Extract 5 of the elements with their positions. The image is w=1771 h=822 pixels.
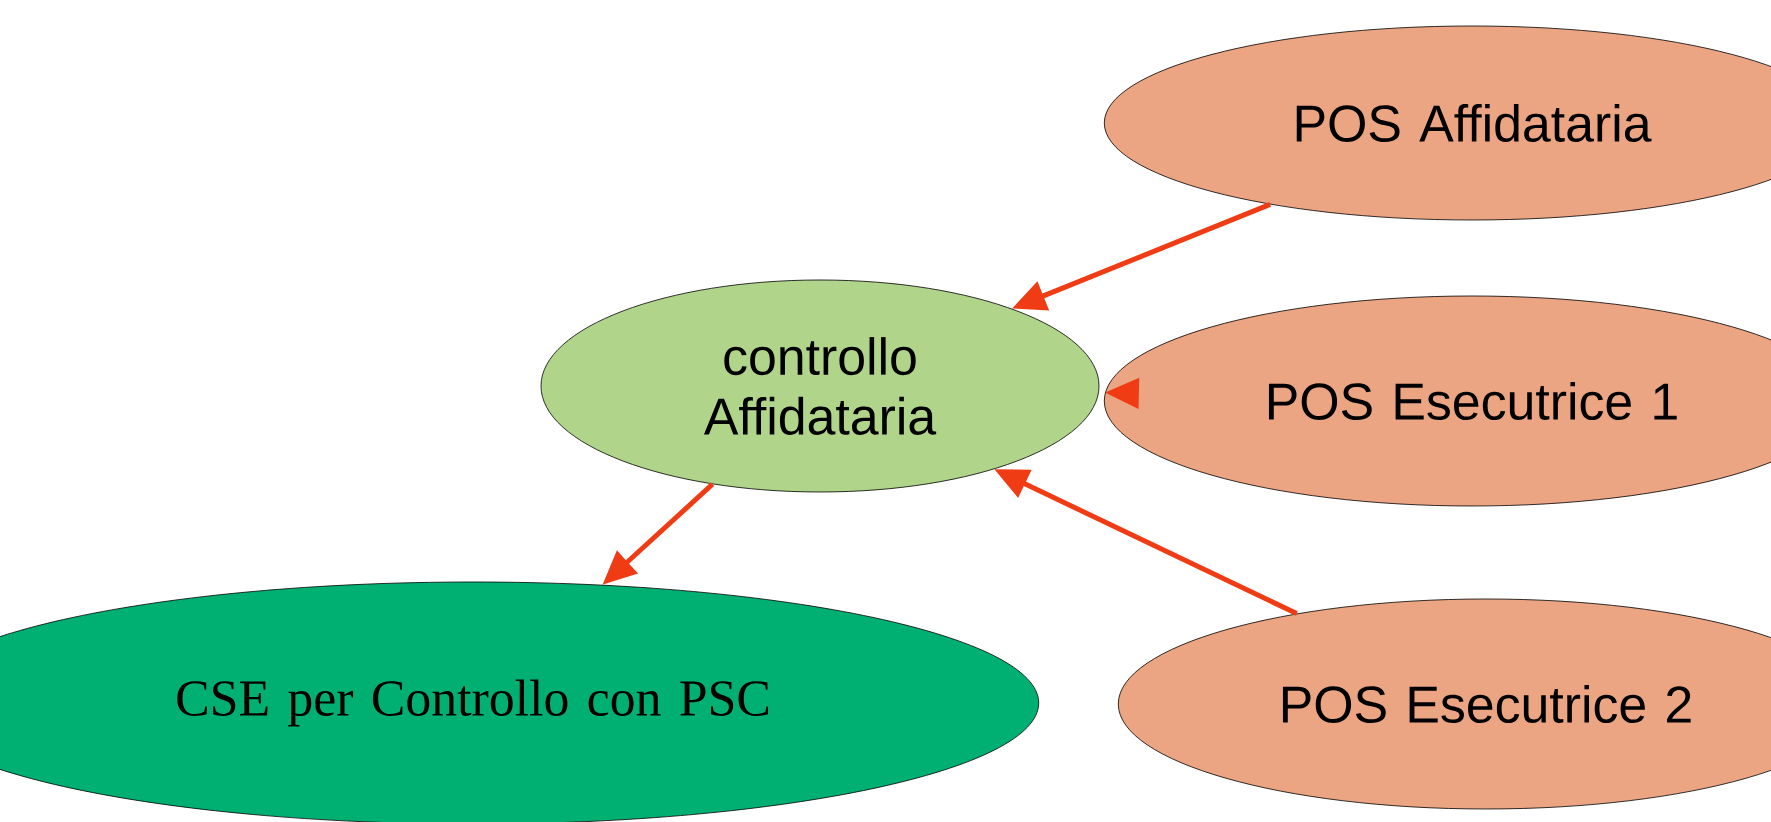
ellipse-node: POS Affidataria xyxy=(1103,25,1771,221)
ellipse-node: controllo Affidataria xyxy=(540,279,1100,493)
ellipse-node: POS Esecutrice 2 xyxy=(1117,598,1771,810)
ellipse-node: CSE per Controllo con PSC xyxy=(0,581,1040,822)
ellipse-node: POS Esecutrice 1 xyxy=(1103,295,1771,507)
